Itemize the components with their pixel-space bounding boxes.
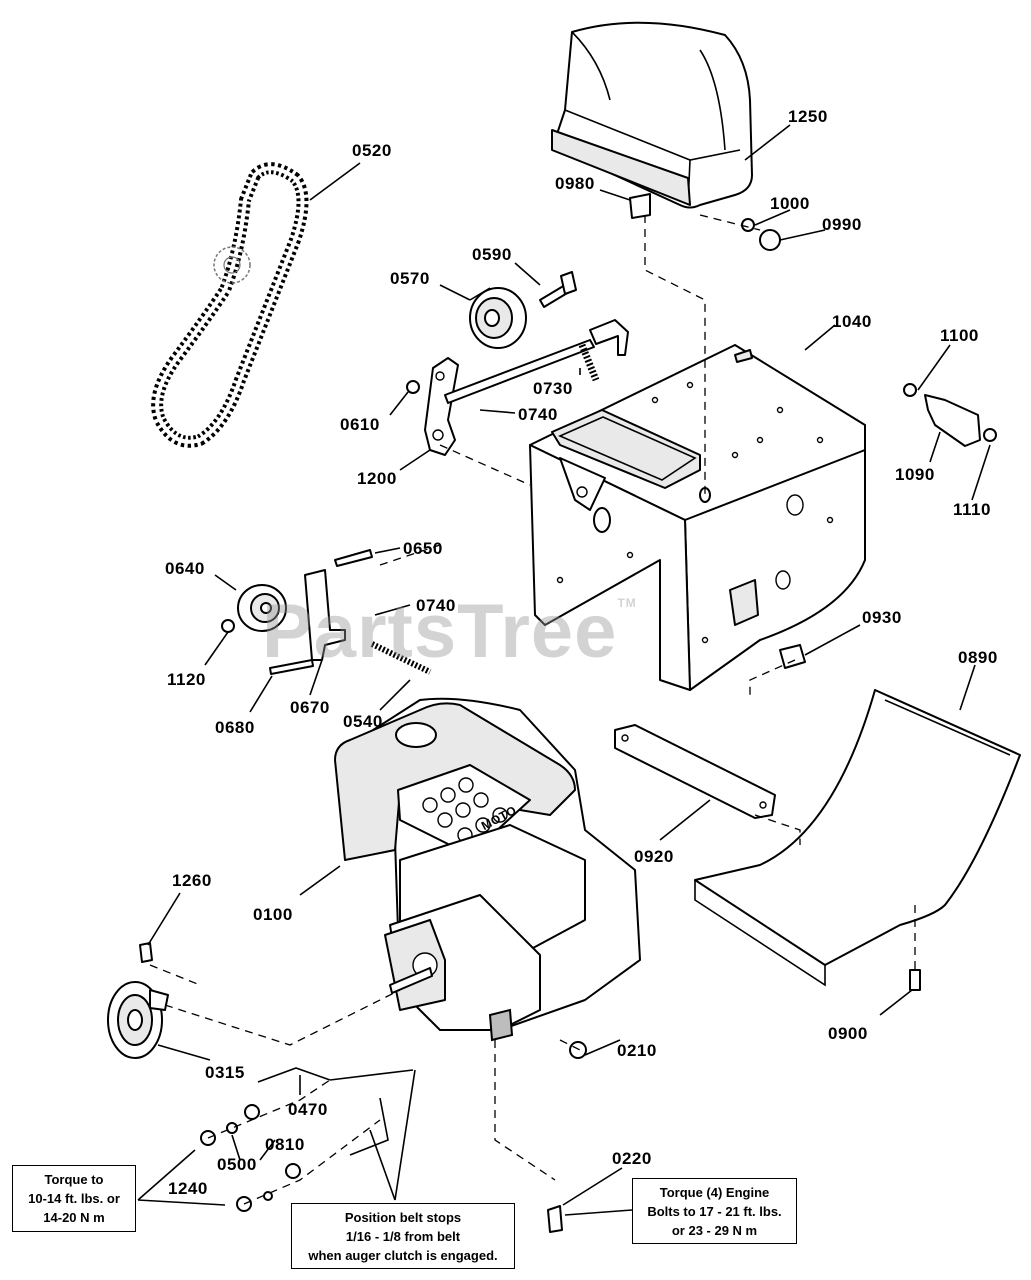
callout-0610[interactable]: 0610 (340, 415, 380, 434)
callout-0100[interactable]: 0100 (253, 905, 293, 924)
callout-0670[interactable]: 0670 (290, 698, 330, 717)
leader-lines (137, 124, 991, 1216)
callout-1100[interactable]: 1100 (940, 326, 979, 345)
idler-pulley-upper (469, 271, 577, 349)
drive-belt-part (151, 162, 361, 448)
callout-1040[interactable]: 1040 (832, 312, 872, 331)
frame-housing-part (529, 324, 866, 691)
engine-pulley-part (107, 942, 169, 1059)
callout-0470[interactable]: 0470 (288, 1100, 328, 1119)
callout-0990[interactable]: 0990 (822, 215, 862, 234)
callout-1090[interactable]: 1090 (895, 465, 935, 484)
latch-bracket-part (903, 383, 997, 447)
callout-1110[interactable]: 1110 (953, 500, 991, 519)
callout-0890[interactable]: 0890 (958, 648, 998, 667)
callout-0640[interactable]: 0640 (165, 559, 205, 578)
callout-0210[interactable]: 0210 (617, 1041, 657, 1060)
callout-0220[interactable]: 0220 (612, 1149, 652, 1168)
belt-stops-hardware (200, 193, 921, 1233)
callout-0570[interactable]: 0570 (390, 269, 430, 288)
callout-0315[interactable]: 0315 (205, 1063, 245, 1082)
callout-1260[interactable]: 1260 (172, 871, 212, 890)
callout-0980[interactable]: 0980 (555, 174, 595, 193)
callout-0740-upper[interactable]: 0740 (518, 405, 558, 424)
support-bracket-part (614, 724, 776, 819)
callout-0810[interactable]: 0810 (265, 1135, 305, 1154)
callout-1240[interactable]: 1240 (168, 1179, 208, 1198)
callout-0900[interactable]: 0900 (828, 1024, 868, 1043)
callout-0650[interactable]: 0650 (403, 539, 443, 558)
callout-1250[interactable]: 1250 (788, 107, 828, 126)
callout-0740-lower[interactable]: 0740 (416, 596, 456, 615)
engine-part (299, 697, 641, 1042)
belt-stops-note: Position belt stops 1/16 - 1/8 from belt… (291, 1203, 515, 1269)
belt-cover-part (551, 21, 753, 209)
alignment-guides (149, 214, 916, 1205)
callout-0540[interactable]: 0540 (343, 712, 383, 731)
torque-note-small-bolts: Torque to 10-14 ft. lbs. or 14-20 N m (12, 1165, 136, 1232)
callout-1200[interactable]: 1200 (357, 469, 397, 488)
callout-0680[interactable]: 0680 (215, 718, 255, 737)
callout-1000[interactable]: 1000 (770, 194, 810, 213)
callout-1120[interactable]: 1120 (167, 670, 206, 689)
idler-pulley-lower (221, 549, 432, 675)
callout-0730[interactable]: 0730 (533, 379, 573, 398)
callout-0930[interactable]: 0930 (862, 608, 902, 627)
chute-panel-part (694, 689, 1021, 987)
callout-0590[interactable]: 0590 (472, 245, 512, 264)
idler-arm-assembly (406, 319, 629, 456)
torque-note-engine-bolts: Torque (4) Engine Bolts to 17 - 21 ft. l… (632, 1178, 797, 1244)
callout-0520[interactable]: 0520 (352, 141, 392, 160)
callout-0920[interactable]: 0920 (634, 847, 674, 866)
callout-0500[interactable]: 0500 (217, 1155, 257, 1174)
